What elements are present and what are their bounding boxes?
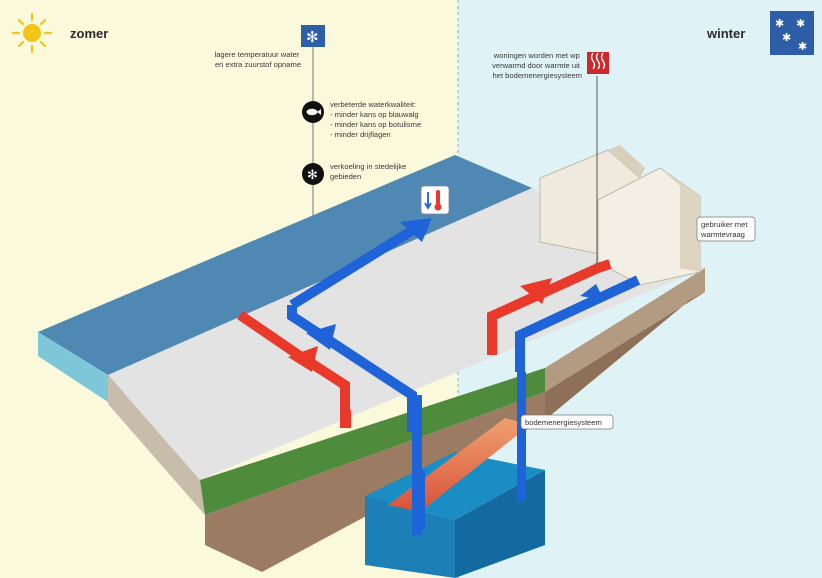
user-label-box: gebruiker met warmtevraag: [696, 216, 756, 242]
annotation-line: het bodemenergiesysteem: [493, 71, 583, 80]
warm-well-winter: [517, 372, 526, 502]
user-label-line: warmtevraag: [700, 230, 745, 239]
annotation-line: - minder kans op botulisme: [330, 120, 421, 129]
aquifer-well: [417, 470, 425, 530]
winter-label: winter: [706, 26, 745, 41]
soil-layer: [205, 392, 545, 572]
annotation-urban-cooling: verkoeling in stedelijke gebieden: [330, 162, 409, 181]
annotation-line: - minder kans op blauwalg: [330, 110, 419, 119]
svg-text:✱: ✱: [782, 31, 791, 44]
house-2: [597, 167, 701, 286]
annotation-line: woningen worden met wp: [493, 51, 580, 60]
warm-well-summer: [343, 410, 351, 428]
ground-surface: [108, 188, 705, 480]
annotation-line: verwarmd door warmte uit: [492, 61, 581, 70]
svg-text:✱: ✱: [775, 17, 784, 30]
aquifer-front: [365, 496, 455, 578]
water-surface: [38, 155, 532, 375]
annotation-line: gebieden: [330, 172, 361, 181]
svg-text:✻: ✻: [306, 28, 319, 46]
system-label: bodemenergiesysteem: [525, 418, 602, 427]
svg-text:✻: ✻: [307, 168, 318, 183]
annotation-line: lagere temperatuur water: [215, 50, 300, 59]
warm-flow-arrow: [288, 346, 318, 372]
annotation-water-quality: verbeterde waterkwaliteit: - minder kans…: [330, 100, 423, 139]
svg-text:✱: ✱: [798, 40, 807, 53]
thermometer-icon: [420, 185, 450, 215]
cooling-icon: ✻: [302, 163, 324, 185]
sun-icon: [11, 12, 53, 54]
warm-pipe-summer: [237, 310, 350, 428]
snowflake-icon: ✻: [301, 25, 325, 47]
cold-flow-arrow-mid: [306, 324, 336, 350]
summer-label: zomer: [70, 26, 108, 41]
snow-icon: ✱✱ ✱✱: [770, 11, 814, 55]
annotation-line: - minder drijflagen: [330, 130, 391, 139]
heating-icon: [587, 52, 609, 74]
annotation-line: en extra zuurstof opname: [215, 60, 301, 69]
grass-strip: [200, 368, 545, 515]
cold-well: [412, 395, 422, 535]
fish-icon: [302, 101, 324, 123]
annotation-water-temp: lagere temperatuur water en extra zuurst…: [215, 50, 302, 69]
svg-text:gebruiker met warmtevraa: gebruiker met warmtevraag: [700, 220, 750, 239]
system-label-box: bodemenergiesysteem: [520, 414, 614, 430]
svg-text:✱: ✱: [796, 17, 805, 30]
cold-flow-arrow-up: [400, 218, 432, 242]
annotation-line: verbeterde waterkwaliteit:: [330, 100, 416, 109]
annotation-heating: woningen worden met wp verwarmd door war…: [492, 51, 582, 80]
ground-side: [108, 375, 205, 515]
cold-flow-arrow-winter: [580, 284, 604, 300]
soil-side: [545, 268, 705, 392]
user-label-line: gebruiker met: [701, 220, 748, 229]
warm-flow-arrow-winter: [520, 278, 552, 304]
water-side: [38, 332, 108, 402]
annotation-line: verkoeling in stedelijke: [330, 162, 406, 171]
